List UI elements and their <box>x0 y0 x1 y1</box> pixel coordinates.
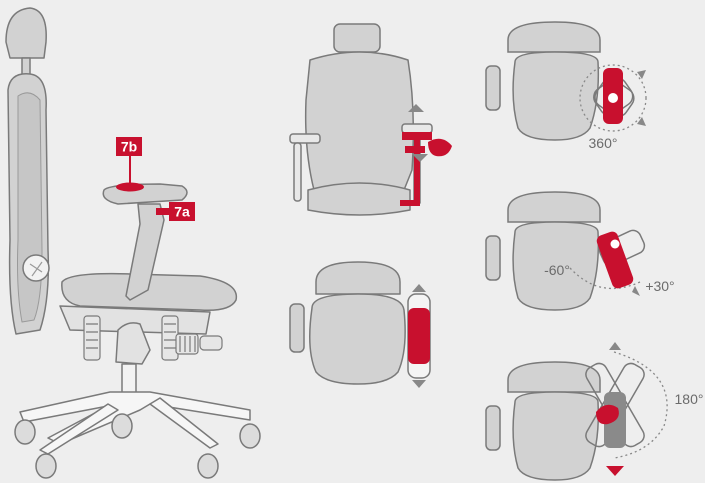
angle-360-label: 360° <box>589 135 618 151</box>
height-mechanism <box>400 132 432 206</box>
chair-base <box>19 391 251 445</box>
up-arrow-icon <box>408 104 424 112</box>
seat <box>61 272 238 312</box>
headrest <box>5 7 47 59</box>
backrest-front <box>304 51 415 191</box>
down-arrow-icon <box>412 380 426 388</box>
callout-7a: 7a <box>169 202 195 221</box>
callout-7a-label: 7a <box>174 204 190 220</box>
down-arrow-icon <box>412 154 428 162</box>
angle-180-label: 180° <box>675 391 704 407</box>
angle-minus60-label: -60° <box>544 262 570 278</box>
hand-pointer-icon <box>428 138 452 157</box>
up-arrow-icon <box>412 284 426 292</box>
callout-7b-label: 7b <box>121 139 137 155</box>
angle-plus30-label: +30° <box>645 278 674 294</box>
callout-7b: 7b <box>116 137 142 156</box>
armrest-slide-pad <box>408 308 430 364</box>
flip-180-panel: 180° <box>485 342 704 481</box>
swivel-panel: -60° +30° <box>485 191 675 311</box>
chair-side-view <box>5 7 261 479</box>
hand-pointer-icon <box>596 404 619 425</box>
armrest-pad <box>102 183 188 205</box>
front-view-height-panel <box>289 23 433 216</box>
rotation-marker-icon <box>608 93 618 103</box>
armrest-top-button <box>116 182 144 192</box>
armrest-height-button <box>156 208 170 215</box>
armrest-post <box>125 203 165 301</box>
rotation-360-panel: 360° <box>485 21 647 151</box>
gas-lift <box>121 363 137 397</box>
